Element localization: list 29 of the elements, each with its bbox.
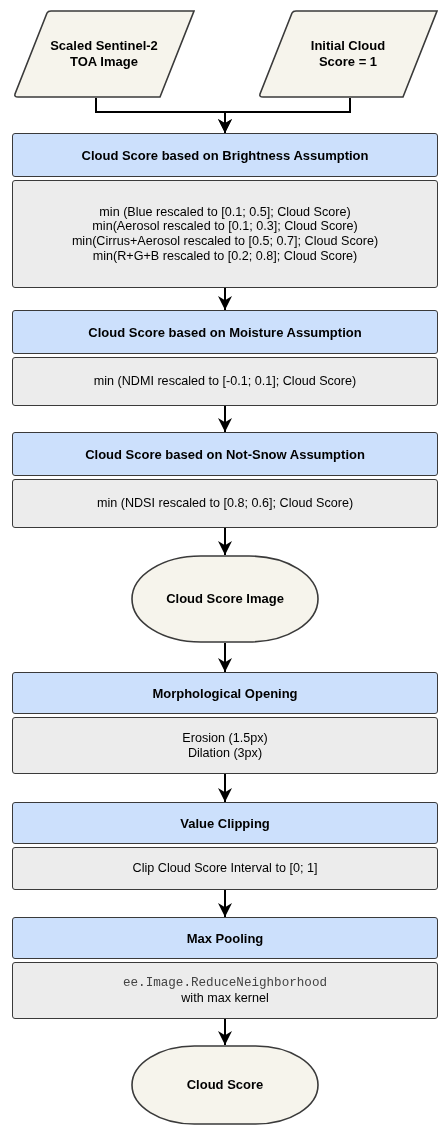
- code-text: ee.Image.ReduceNeighborhood: [122, 975, 328, 991]
- formula-text: min (NDSI rescaled to [0.8; 0.6]; Cloud Score): [96, 496, 354, 511]
- step-header: Morphological Opening: [12, 672, 438, 714]
- formula-text: Clip Cloud Score Interval to [0; 1]: [132, 861, 318, 876]
- step-header: Value Clipping: [12, 802, 438, 844]
- arrow: [218, 773, 232, 803]
- formula-text: Dilation (3px): [187, 745, 263, 761]
- formula-text: min (NDMI rescaled to [-0.1; 0.1]; Cloud Score): [93, 374, 357, 389]
- step-header: Max Pooling: [12, 917, 438, 959]
- input-label: Scaled Sentinel-2 TOA Image: [49, 38, 159, 70]
- terminal-label: Cloud Score: [186, 1077, 264, 1093]
- input-label: Initial Cloud Score = 1: [309, 38, 387, 70]
- formula-text: min(Aerosol rescaled to [0.1; 0.3]; Cloud Score): [92, 219, 358, 234]
- step-header: Cloud Score based on Not-Snow Assumption: [12, 432, 438, 476]
- arrow: [218, 527, 232, 556]
- arrow: [218, 642, 232, 673]
- arrow: [218, 889, 232, 918]
- formula-text: min(Cirrus+Aerosol rescaled to [0.5; 0.7]; Cloud Score): [71, 234, 379, 249]
- terminal-label: Cloud Score Image: [166, 591, 284, 607]
- arrow: [218, 287, 232, 311]
- formula-text: min(R+G+B rescaled to [0.2; 0.8]; Cloud Score): [92, 248, 358, 264]
- arrow: [218, 405, 232, 433]
- formula-text: with max kernel: [181, 990, 269, 1006]
- arrow: [218, 97, 351, 134]
- arrow: [218, 1018, 232, 1046]
- formula-text: min (Blue rescaled to [0.1; 0.5]; Cloud Score): [99, 204, 351, 220]
- step-header: Cloud Score based on Moisture Assumption: [12, 310, 438, 354]
- formula-text: Erosion (1.5px): [182, 730, 268, 746]
- step-header: Cloud Score based on Brightness Assumption: [12, 133, 438, 177]
